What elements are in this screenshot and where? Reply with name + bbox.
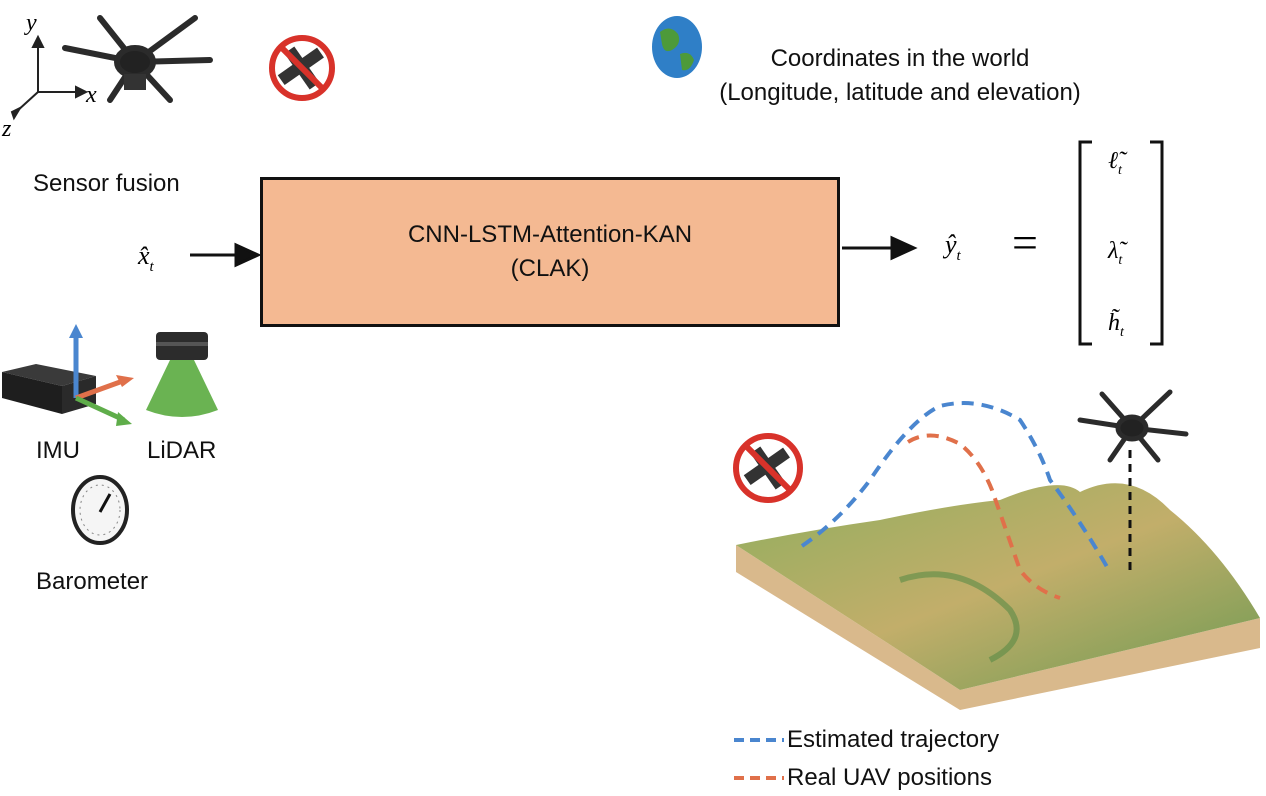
lidar-icon xyxy=(146,332,218,417)
axis-x-label: x xyxy=(85,82,97,108)
legend-label-real: Real UAV positions xyxy=(787,764,992,791)
coordinates-line1: Coordinates in the world xyxy=(770,45,1030,72)
barometer-icon xyxy=(71,475,129,545)
model-name: CNN-LSTM-Attention-KAN xyxy=(407,221,693,248)
output-symbol: ŷt xyxy=(942,230,962,264)
vector-latitude: λ̃t xyxy=(1107,238,1128,268)
terrain-illustration xyxy=(733,389,1260,710)
lidar-label: LiDAR xyxy=(147,437,217,464)
vector-bracket xyxy=(1078,140,1164,346)
model-box: CNN-LSTM-Attention-KAN (CLAK) xyxy=(260,177,840,327)
io-arrows: x̂t ŷt = ℓ̃t λ̃t h̃t xyxy=(137,140,1164,346)
axes xyxy=(10,34,89,121)
no-gps-icon xyxy=(733,433,803,503)
legend-label-estimated: Estimated trajectory xyxy=(787,726,1000,753)
real-trajectory xyxy=(906,433,1061,600)
globe-icon xyxy=(652,16,702,78)
axis-y-label: y xyxy=(24,10,37,36)
no-gps-icon xyxy=(269,35,335,101)
estimated-trajectory xyxy=(800,401,1112,573)
equals-sign: = xyxy=(1012,217,1038,268)
model-abbr: (CLAK) xyxy=(510,255,590,282)
barometer-label: Barometer xyxy=(36,568,149,595)
imu-label: IMU xyxy=(36,437,80,464)
sensor-fusion-label: Sensor fusion xyxy=(33,170,180,197)
drone-icon xyxy=(62,15,213,103)
imu-icon xyxy=(2,324,134,426)
input-arrow xyxy=(190,242,262,268)
input-symbol: x̂t xyxy=(137,241,155,275)
vector-elevation: h̃t xyxy=(1108,308,1125,340)
coordinates-caption: Coordinates in the world (Longitude, lat… xyxy=(680,42,1120,110)
legend-swatches xyxy=(734,738,784,780)
output-arrow xyxy=(842,235,918,261)
axis-z-label: z xyxy=(1,116,12,140)
drone-axes-illustration: y x z xyxy=(1,10,213,140)
vector-longitude: ℓ̃t xyxy=(1108,148,1128,178)
drone-icon xyxy=(1077,389,1189,463)
coordinates-line2: (Longitude, latitude and elevation) xyxy=(719,79,1081,106)
